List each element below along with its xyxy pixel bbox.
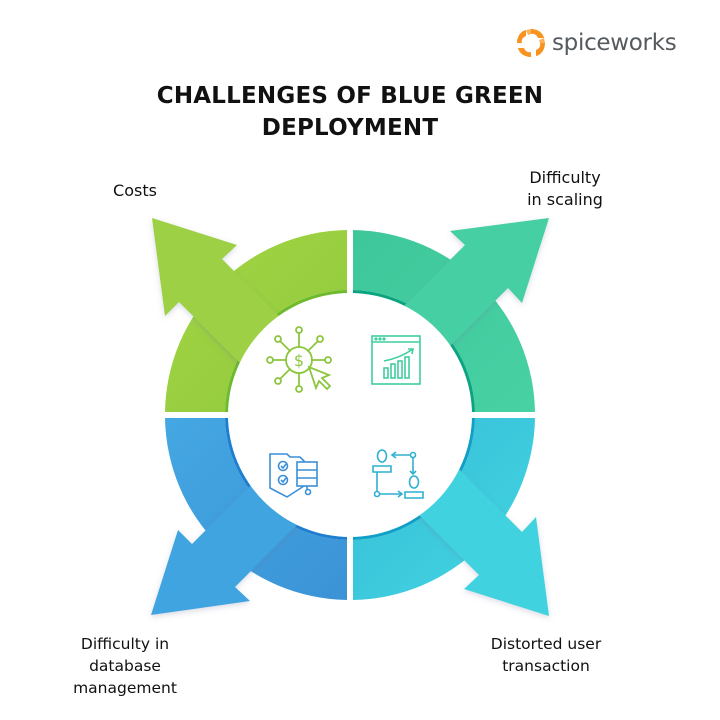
- user-transfer-flow-icon: [372, 449, 424, 499]
- label-costs: Costs: [100, 180, 170, 202]
- brand-logo: spiceworks: [514, 26, 677, 60]
- label-line: Distorted user: [490, 635, 602, 653]
- svg-text:$: $: [294, 351, 304, 370]
- brand-name: spiceworks: [552, 30, 677, 56]
- label-line: Difficulty in: [80, 635, 170, 653]
- dollar-network-cursor-icon: $: [266, 326, 332, 393]
- label-difficulty-in-database-management: Difficulty in database management: [40, 633, 210, 699]
- label-distorted-user-transaction: Distorted user transaction: [466, 633, 626, 677]
- center-disc: [228, 293, 472, 537]
- label-line: management: [73, 679, 177, 697]
- label-difficulty-in-scaling: Difficulty in scaling: [510, 167, 620, 211]
- page-title: CHALLENGES OF BLUE GREEN DEPLOYMENT: [0, 80, 700, 144]
- title-line-2: DEPLOYMENT: [261, 115, 439, 141]
- label-line: Difficulty: [529, 168, 601, 187]
- spiceworks-swirl-icon: [517, 29, 545, 57]
- shield-checklist-database-icon: [269, 453, 318, 498]
- label-line: transaction: [502, 657, 590, 675]
- browser-growth-chart-icon: [371, 335, 421, 385]
- label-line: database: [89, 657, 161, 675]
- label-line: in scaling: [527, 190, 603, 209]
- label-costs-text: Costs: [113, 181, 157, 200]
- title-line-1: CHALLENGES OF BLUE GREEN: [156, 83, 544, 109]
